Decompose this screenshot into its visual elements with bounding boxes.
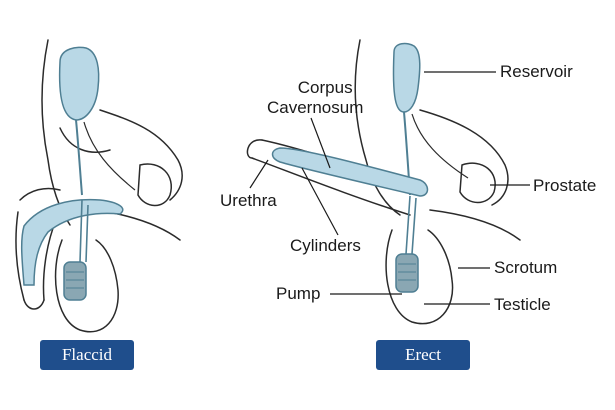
erect-reservoir-shape [392, 42, 421, 113]
label-cavernosum: Cavernosum [267, 98, 364, 117]
erect-anatomy [246, 39, 521, 325]
erect-device [271, 42, 469, 293]
panel-badge-flaccid: Flaccid [40, 340, 134, 370]
leader-lines [249, 71, 530, 305]
flaccid-reservoir-shape [58, 46, 100, 121]
erect-cylinder-shape [271, 147, 429, 197]
erect-pump-shape [395, 253, 419, 293]
panel-badge-erect: Erect [376, 340, 470, 370]
flaccid-cylinder-shape [20, 198, 124, 286]
label-prostate: Prostate [533, 176, 597, 195]
label-urethra: Urethra [220, 191, 277, 210]
flaccid-pump-shape [63, 261, 87, 301]
label-pump: Pump [276, 284, 321, 303]
label-scrotum: Scrotum [494, 258, 558, 277]
flaccid-device [20, 46, 136, 301]
label-testicle: Testicle [494, 295, 551, 314]
label-corpus: Corpus [297, 78, 353, 97]
label-cylinders: Cylinders [290, 236, 361, 255]
label-reservoir: Reservoir [500, 62, 573, 81]
label-corpus-cavernosum: Corpus Cavernosum [267, 78, 363, 118]
